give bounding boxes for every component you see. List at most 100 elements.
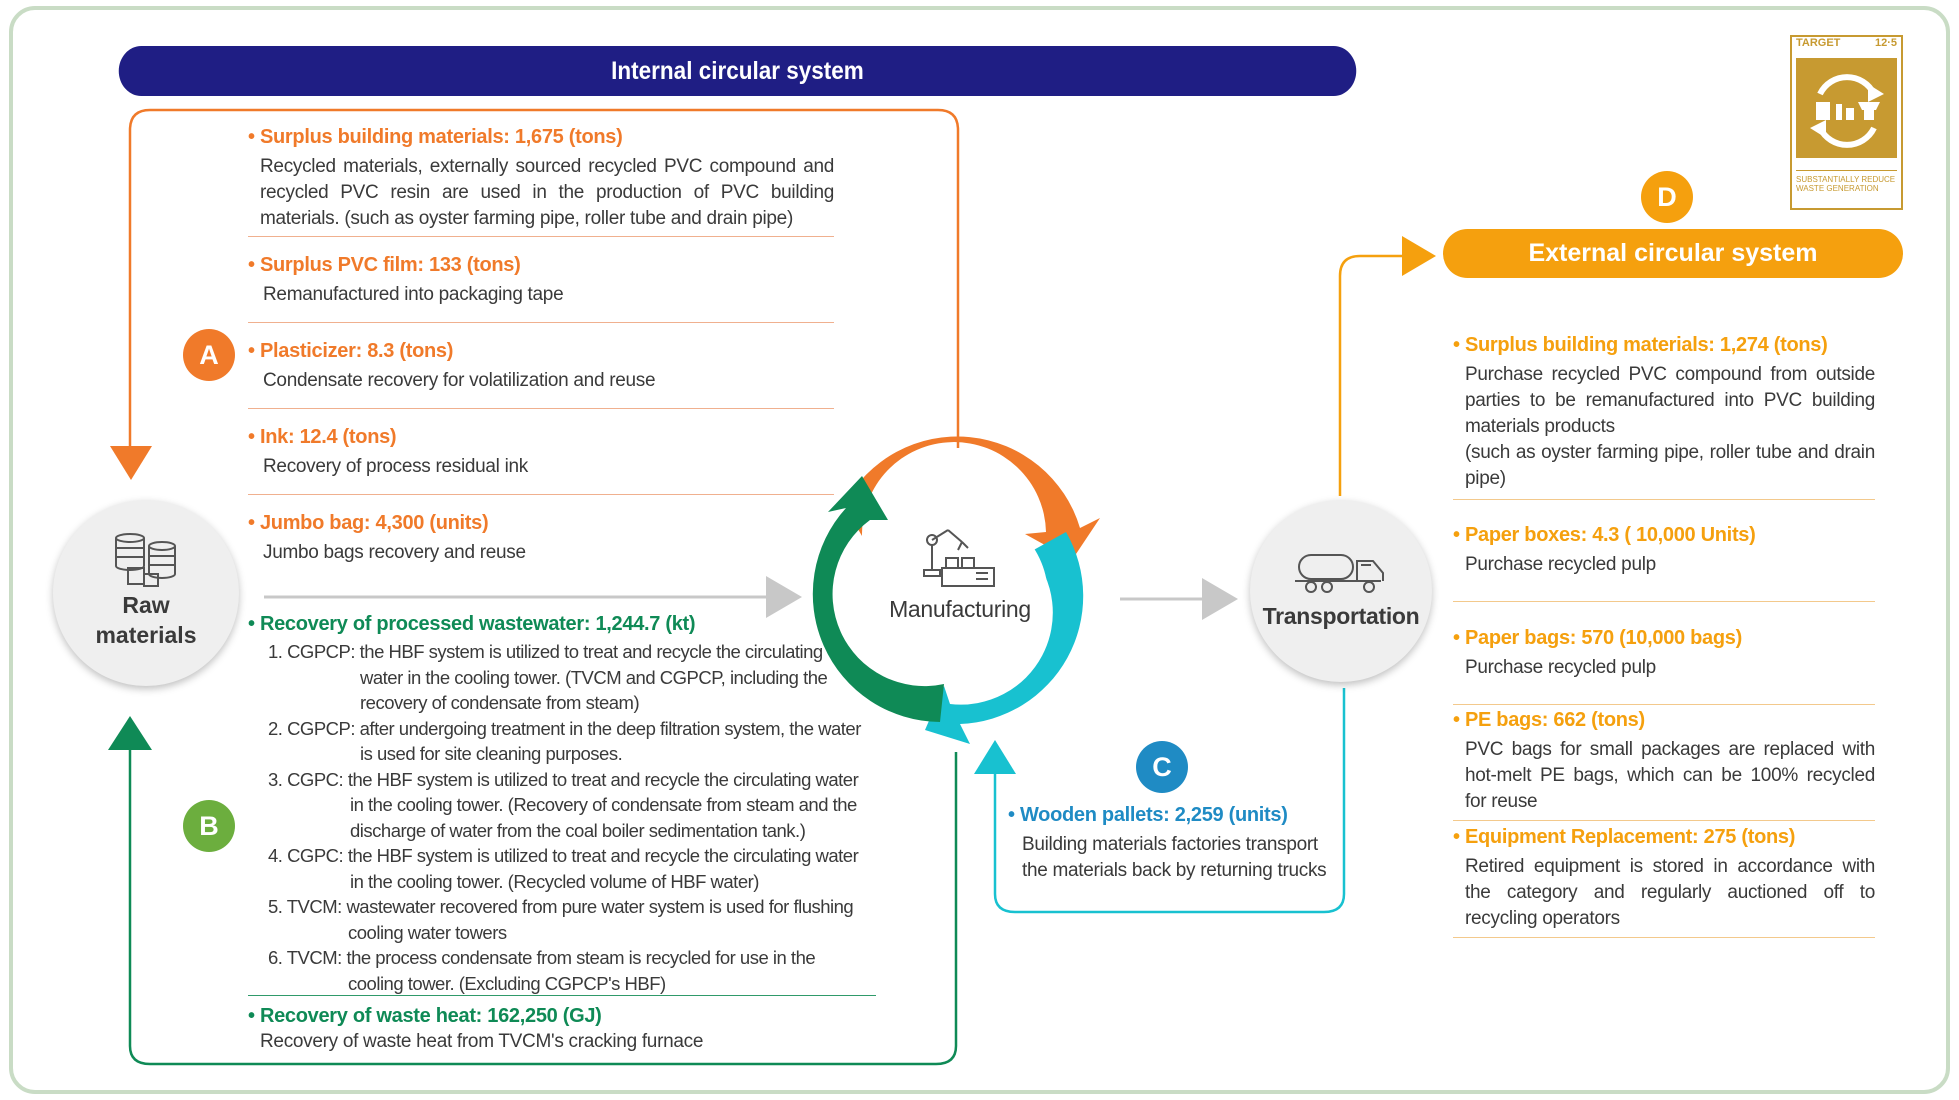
wastewater-item-label: 5. TVCM: — [268, 896, 342, 917]
divider — [1453, 820, 1875, 821]
tanker-truck-icon — [1295, 553, 1384, 593]
gray-arrowhead-1 — [766, 576, 802, 618]
wastewater-item-text: the process condensate from steam is rec… — [346, 947, 816, 968]
wastewater-item: 6. TVCM: the process condensate from ste… — [268, 945, 888, 996]
section-d-item: • Paper bags: 570 (10,000 bags) Purchase… — [1453, 625, 1875, 681]
section-a-item: • Ink: 12.4 (tons) Recovery of process r… — [248, 424, 834, 480]
wastewater-item-text: discharge of water from the coal boiler … — [350, 819, 806, 841]
wastewater-item: 3. CGPC: the HBF system is utilized to t… — [268, 767, 888, 844]
section-d-item: • PE bags: 662 (tons) PVC bags for small… — [1453, 707, 1875, 815]
section-d-title: • Paper boxes: 4.3 ( 10,000 Units) — [1453, 524, 1756, 546]
section-d-title: • Paper bags: 570 (10,000 bags) — [1453, 627, 1742, 649]
wastewater-item-text: cooling tower. (Excluding CGPCP's HBF) — [348, 972, 666, 994]
wastewater-item: 4. CGPC: the HBF system is utilized to t… — [268, 843, 888, 894]
section-c-item: • Wooden pallets: 2,259 (units) Building… — [1008, 802, 1338, 884]
section-d-desc: PVC bags for small packages are replaced… — [1465, 739, 1875, 812]
wastewater-item-label: 2. CGPCP: — [268, 717, 356, 739]
external-circular-system-banner: External circular system — [1443, 229, 1903, 278]
section-d-item: • Surplus building materials: 1,274 (ton… — [1453, 332, 1875, 492]
section-a-desc: Condensate recovery for volatilization a… — [263, 370, 656, 391]
section-a-title: • Ink: 12.4 (tons) — [248, 426, 397, 448]
divider — [1453, 704, 1875, 705]
recycle-segment-cyan — [925, 532, 1084, 744]
section-d-title: • Surplus building materials: 1,274 (ton… — [1453, 334, 1828, 356]
green-arrowhead — [108, 716, 152, 750]
divider — [248, 995, 876, 996]
section-a-item: • Jumbo bag: 4,300 (units) Jumbo bags re… — [248, 510, 834, 566]
divider — [1453, 499, 1875, 500]
cyan-return-line — [993, 688, 1346, 914]
yellow-line — [1338, 254, 1404, 496]
wooden-pallets-desc-line2: the materials back by returning trucks — [1022, 860, 1327, 881]
transportation-label: Transportation — [1262, 602, 1420, 629]
raw-materials-label: Raw materials — [95, 590, 196, 650]
sdg-recycle-icon — [1796, 58, 1897, 158]
section-d-item: • Equipment Replacement: 275 (tons) Reti… — [1453, 824, 1875, 932]
section-d-item: • Paper boxes: 4.3 ( 10,000 Units) Purch… — [1453, 522, 1875, 578]
raw-materials-label-line2: materials — [95, 622, 197, 648]
divider — [248, 494, 834, 495]
wastewater-item-text: is used for site cleaning purposes. — [360, 743, 623, 764]
sdg-target-label: TARGET — [1796, 37, 1841, 49]
wastewater-list: 1. CGPCP: the HBF system is utilized to … — [248, 639, 888, 996]
wastewater-item-label: 3. CGPC: — [268, 768, 344, 790]
internal-circular-system-banner: Internal circular system — [118, 46, 1357, 96]
badge-b: B — [183, 800, 235, 852]
manufacturing-node: Manufacturing — [880, 520, 1040, 670]
waste-heat-desc: Recovery of waste heat from TVCM's crack… — [260, 1031, 704, 1052]
robot-arm-factory-icon — [923, 529, 995, 587]
cyan-arrowhead — [974, 740, 1016, 774]
yellow-arrowhead — [1402, 236, 1436, 276]
wastewater-item-label: 4. CGPC: — [268, 845, 344, 866]
badge-c: C — [1136, 741, 1188, 793]
orange-arrowhead — [110, 446, 152, 480]
raw-materials-node: Raw materials — [53, 500, 239, 686]
wastewater-item-text: after undergoing treatment in the deep f… — [359, 717, 862, 739]
manufacturing-label: Manufacturing — [889, 596, 1031, 622]
wastewater-item-text: water in the cooling tower. (TVCM and CG… — [360, 666, 828, 688]
section-a-item: • Surplus building materials: 1,675 (ton… — [248, 124, 834, 232]
wastewater-item-text: the HBF system is utilized to treat and … — [359, 641, 824, 662]
wastewater-title: • Recovery of processed wastewater: 1,24… — [248, 613, 696, 635]
orange-return-line — [128, 108, 960, 448]
section-d-desc: Purchase recycled pulp — [1465, 657, 1656, 678]
transportation-node: Transportation — [1250, 500, 1432, 682]
wastewater-item-label: 1. CGPCP: — [268, 641, 356, 662]
divider — [1453, 601, 1875, 602]
section-d-desc: Purchase recycled PVC compound from outs… — [1465, 364, 1875, 437]
section-a-title: • Jumbo bag: 4,300 (units) — [248, 512, 489, 534]
section-a-title: • Plasticizer: 8.3 (tons) — [248, 340, 454, 362]
recycle-icon — [812, 436, 1100, 744]
wastewater-item-text: the HBF system is utilized to treat and … — [347, 768, 859, 790]
sdg-target-12-5-badge: TARGET 12·5 SUBSTANTIALLY REDUCE WASTE G… — [1790, 35, 1903, 210]
wastewater-item-text: in the cooling tower. (Recovery of conde… — [350, 794, 857, 815]
divider — [248, 322, 834, 323]
section-b-wastewater: • Recovery of processed wastewater: 1,24… — [248, 611, 888, 996]
sdg-target-number: 12·5 — [1874, 37, 1897, 49]
waste-heat-title: • Recovery of waste heat: 162,250 (GJ) — [248, 1005, 602, 1027]
wastewater-item: 5. TVCM: wastewater recovered from pure … — [268, 894, 888, 945]
wastewater-item-text: wastewater recovered from pure water sys… — [346, 896, 854, 917]
section-a-item: • Surplus PVC film: 133 (tons) Remanufac… — [248, 252, 834, 308]
section-a-desc: Recycled materials, externally sourced r… — [260, 156, 834, 229]
section-a-title: • Surplus PVC film: 133 (tons) — [248, 254, 521, 276]
section-d-desc: Retired equipment is stored in accordanc… — [1465, 856, 1875, 929]
section-d-desc: Purchase recycled pulp — [1465, 554, 1656, 575]
wastewater-item: 1. CGPCP: the HBF system is utilized to … — [268, 639, 888, 716]
wastewater-item: 2. CGPCP: after undergoing treatment in … — [268, 716, 888, 767]
divider — [1453, 937, 1875, 938]
wooden-pallets-desc-line1: Building materials factories transport — [1022, 834, 1318, 855]
section-a-desc: Recovery of process residual ink — [263, 456, 528, 477]
gray-arrowhead-2 — [1202, 578, 1238, 620]
section-d-desc-extra: (such as oyster farming pipe, roller tub… — [1465, 442, 1875, 489]
green-return-line — [128, 750, 958, 1066]
sdg-caption: SUBSTANTIALLY REDUCE WASTE GENERATION — [1796, 170, 1897, 193]
barrels-icon — [115, 533, 176, 587]
wastewater-item-text: the HBF system is utilized to treat and … — [347, 845, 859, 866]
divider — [248, 236, 834, 237]
wastewater-item-text: in the cooling tower. (Recycled volume o… — [350, 870, 759, 892]
badge-d: D — [1641, 171, 1693, 223]
wastewater-item-text: cooling water towers — [348, 921, 507, 943]
wooden-pallets-title: • Wooden pallets: 2,259 (units) — [1008, 804, 1288, 826]
